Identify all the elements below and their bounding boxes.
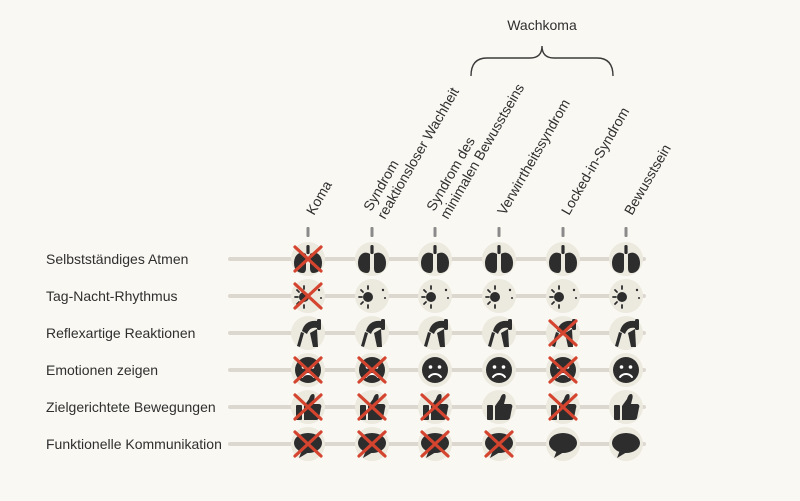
cell [609,427,643,461]
cross-mark-icon [293,245,323,273]
cell [418,242,452,276]
cell [609,390,643,424]
column-label: Koma [303,178,335,218]
row-label: Tag-Nacht-Rhythmus [46,288,178,304]
cell [418,390,452,424]
cross-mark-icon [293,282,323,310]
cell [609,353,643,387]
cross-mark-icon [293,393,323,421]
cross-mark-icon [548,319,578,347]
cell [355,353,389,387]
cell [482,242,516,276]
cross-mark-icon [548,356,578,384]
cell [291,279,325,313]
cell [291,242,325,276]
row-label: Reflexartige Reaktionen [46,325,195,341]
column-header-lis: Locked-in-Syndrom [558,104,633,217]
cell [418,427,452,461]
cell [418,316,452,350]
wachkoma-brace [470,45,614,77]
column-tick [497,227,501,237]
cell [482,390,516,424]
cell [546,390,580,424]
cross-mark-icon [420,430,450,458]
cell [546,242,580,276]
cross-mark-icon [484,430,514,458]
cell [291,353,325,387]
column-header-bew: Bewusstsein [621,141,674,217]
cell [291,390,325,424]
row-label: Zielgerichtete Bewegungen [46,399,216,415]
wachkoma-label: Wachkoma [507,17,577,33]
column-header-koma: Koma [303,178,335,218]
cell [546,316,580,350]
column-tick [624,227,628,237]
column-tick [306,227,310,237]
sad-face-icon [612,356,640,384]
row-label: Emotionen zeigen [46,362,158,378]
cell [355,390,389,424]
cross-mark-icon [357,430,387,458]
cell [418,279,452,313]
cell [355,316,389,350]
cell [355,242,389,276]
cell [609,279,643,313]
sad-face-icon [421,356,449,384]
sad-face-icon [485,356,513,384]
cell [291,316,325,350]
cell [546,427,580,461]
cell [355,427,389,461]
cross-mark-icon [293,356,323,384]
column-tick [561,227,565,237]
cell [482,316,516,350]
cell [482,279,516,313]
cell [609,316,643,350]
row-label: Funktionelle Kommunikation [46,436,222,452]
cross-mark-icon [357,356,387,384]
cell [418,353,452,387]
column-label: Locked-in-Syndrom [558,104,633,217]
column-label: Bewusstsein [621,141,674,217]
cross-mark-icon [293,430,323,458]
cell [291,427,325,461]
cross-mark-icon [548,393,578,421]
cell [546,353,580,387]
cell [546,279,580,313]
cross-mark-icon [357,393,387,421]
cell [609,242,643,276]
cross-mark-icon [420,393,450,421]
cell [355,279,389,313]
column-tick [370,227,374,237]
cell [482,427,516,461]
column-tick [433,227,437,237]
cell [482,353,516,387]
row-label: Selbstständiges Atmen [46,251,188,267]
